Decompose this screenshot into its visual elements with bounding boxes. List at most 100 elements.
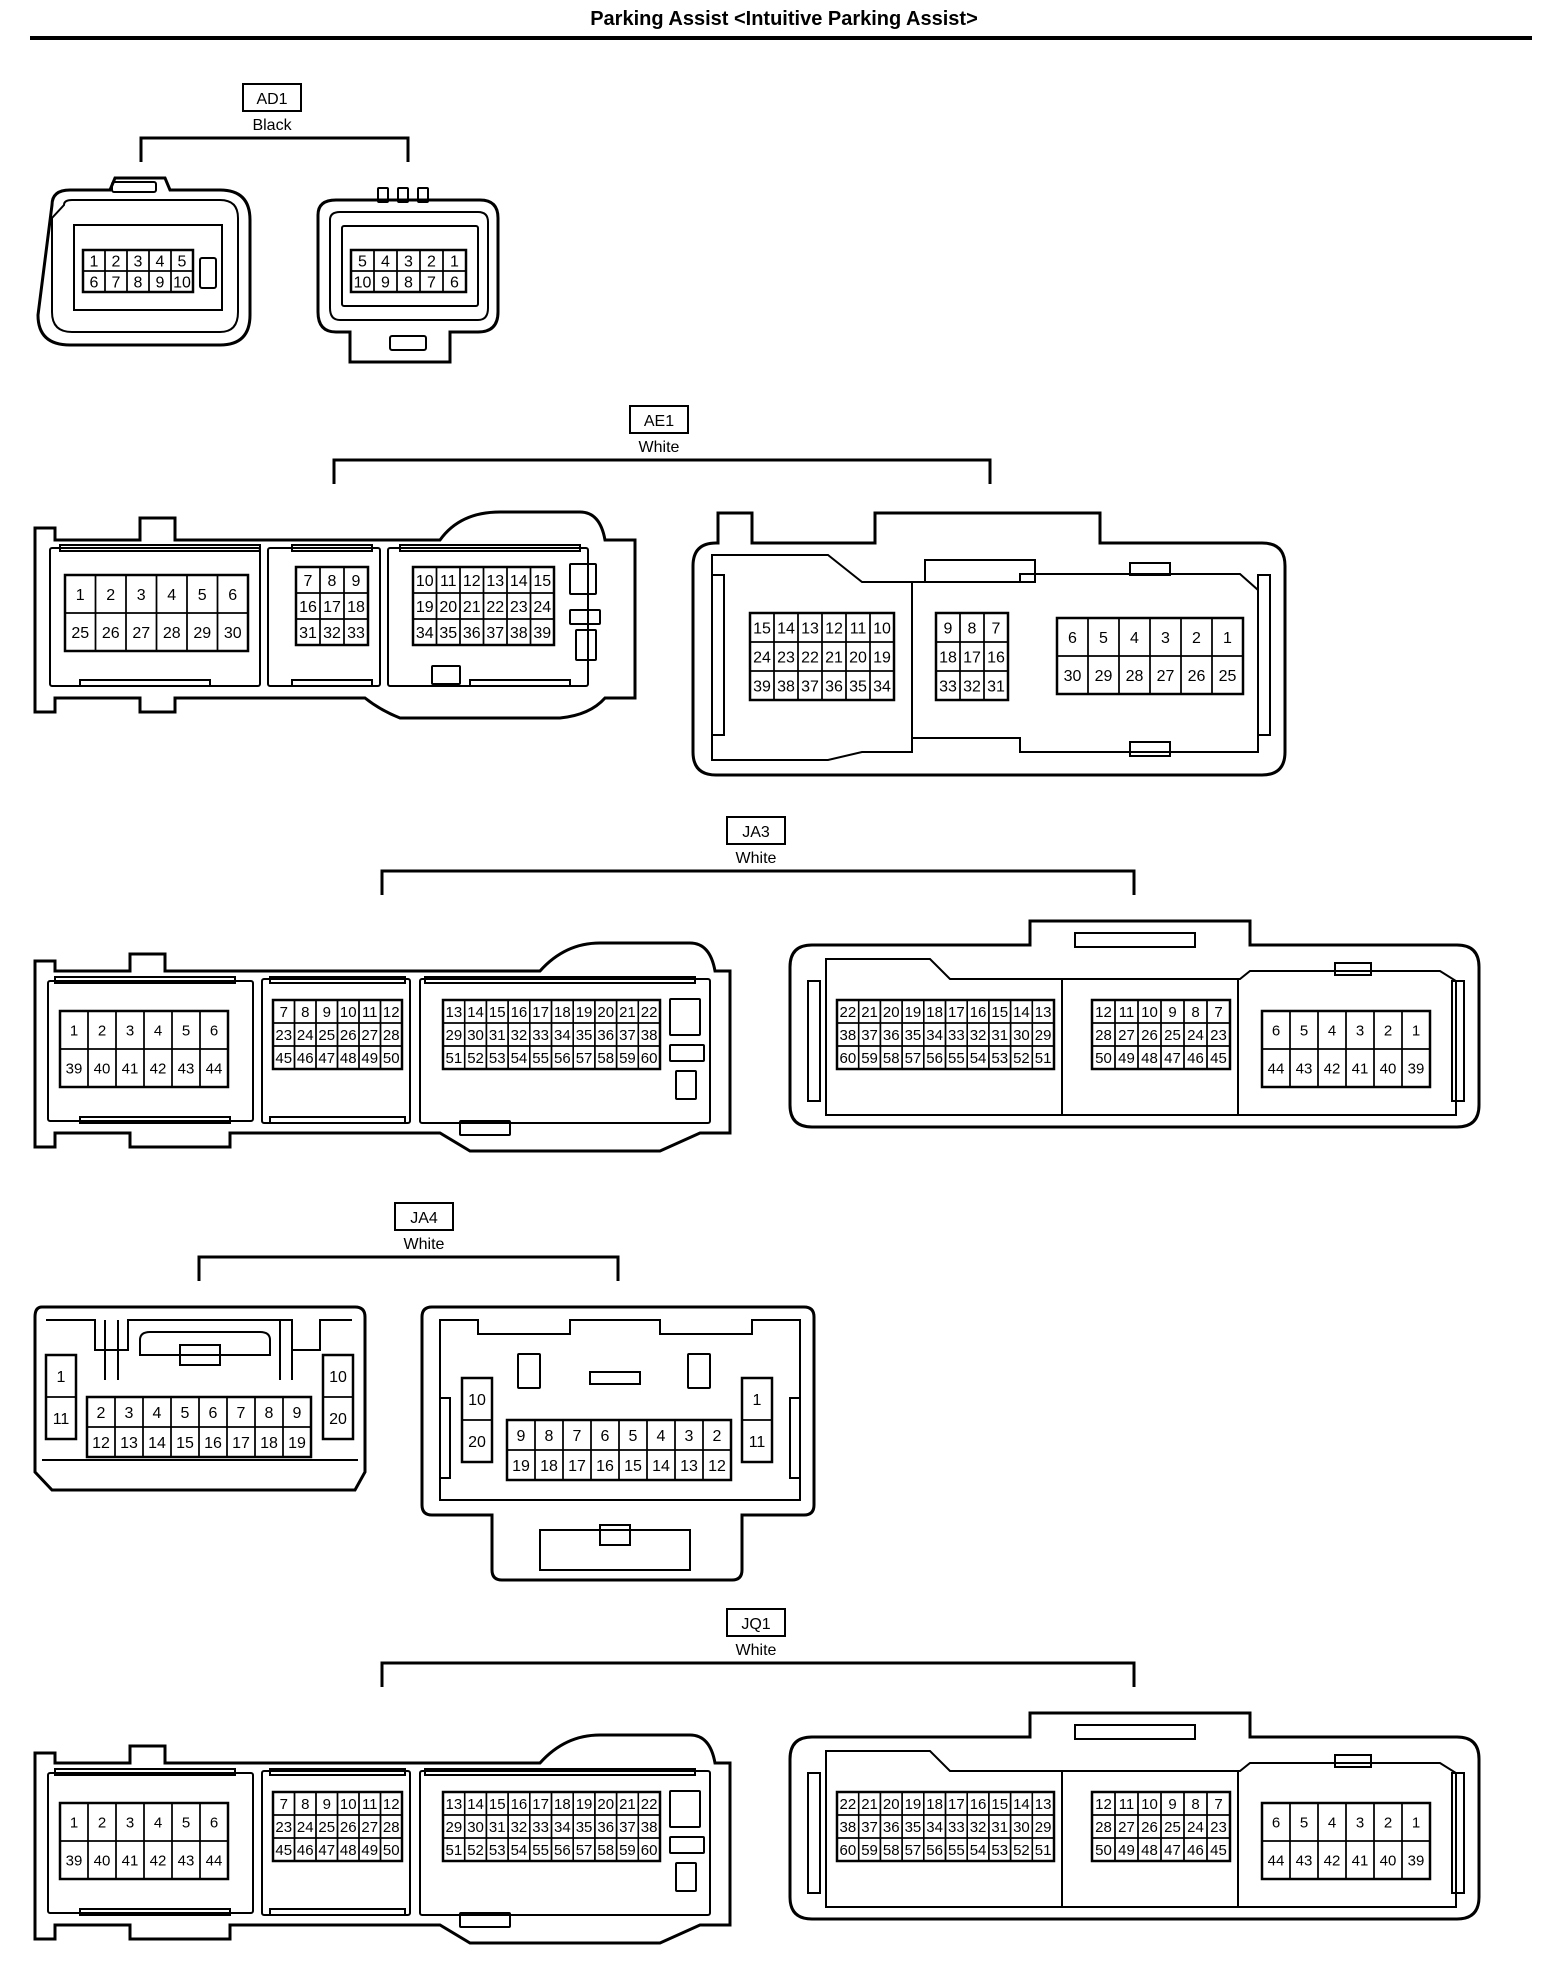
pin-number: 9	[381, 274, 390, 291]
pin-number: 50	[383, 1050, 400, 1067]
pin-number: 8	[301, 1004, 309, 1021]
latch	[569, 563, 597, 595]
pin-number: 16	[596, 1458, 614, 1475]
pin-number: 21	[861, 1004, 878, 1021]
pin-number: 18	[939, 649, 957, 666]
pin-number: 13	[446, 1004, 463, 1021]
pin-number: 36	[597, 1819, 614, 1836]
pin-number: 45	[275, 1050, 292, 1067]
pin-number: 50	[1095, 1050, 1112, 1067]
pin-number: 17	[532, 1796, 549, 1813]
pin-number: 29	[1035, 1027, 1052, 1044]
rail	[424, 1768, 696, 1776]
pin-number: 59	[619, 1842, 636, 1859]
latch	[575, 629, 597, 661]
pin-number: 12	[825, 620, 843, 637]
pin-number: 16	[299, 599, 317, 616]
pin-cell	[1401, 1840, 1431, 1880]
pin-number: 4	[154, 1022, 162, 1039]
pin-number: 35	[576, 1819, 593, 1836]
pin-number: 39	[66, 1060, 83, 1077]
pin-number: 12	[1095, 1004, 1112, 1021]
pin-number: 56	[926, 1050, 943, 1067]
pin-number: 2	[713, 1428, 722, 1445]
pin-number: 7	[112, 274, 121, 291]
pin-number: 53	[489, 1050, 506, 1067]
rail	[589, 1371, 641, 1385]
pin-number: 4	[153, 1405, 162, 1422]
pin-number: 21	[619, 1796, 636, 1813]
pin-number: 1	[1412, 1814, 1420, 1831]
housing-inner	[329, 211, 489, 321]
pin-number: 35	[576, 1027, 593, 1044]
housing-outline	[316, 198, 500, 364]
pin-number: 22	[840, 1796, 857, 1813]
connector-id: AE1	[644, 413, 674, 430]
pin-number: 9	[323, 1796, 331, 1813]
connector-id-box	[629, 405, 689, 434]
pin-number: 3	[1161, 630, 1170, 647]
pin-cell	[1206, 1837, 1231, 1862]
pin-number: 13	[446, 1796, 463, 1813]
pin-number: 49	[1118, 1050, 1135, 1067]
pin-number: 6	[1272, 1022, 1280, 1039]
rail	[269, 1768, 406, 1776]
pin-number: 54	[970, 1842, 987, 1859]
pin-number: 4	[156, 253, 165, 270]
connector-bracket	[380, 869, 1136, 895]
pin-number: 3	[126, 1022, 134, 1039]
pin-number: 7	[1214, 1004, 1222, 1021]
pin-number: 12	[383, 1796, 400, 1813]
rail	[807, 1772, 821, 1894]
pin-number: 36	[463, 625, 481, 642]
pin-cell	[282, 1426, 312, 1458]
pin-number: 12	[92, 1435, 110, 1452]
pin-number: 30	[1013, 1027, 1030, 1044]
pin-number: 46	[297, 1842, 314, 1859]
pin-number: 6	[209, 1405, 218, 1422]
housing-inner	[711, 554, 913, 761]
pin-number: 41	[1352, 1060, 1369, 1077]
pin-number: 23	[777, 649, 795, 666]
housing-inner	[73, 224, 223, 311]
connector-id: JA4	[410, 1210, 438, 1227]
housing-outline	[691, 511, 1287, 777]
pin-number: 45	[275, 1842, 292, 1859]
pin-number: 1	[450, 253, 459, 270]
rail	[1257, 574, 1271, 736]
connector-color: Black	[252, 117, 292, 134]
pin-number: 60	[840, 1050, 857, 1067]
pin-number: 15	[753, 620, 771, 637]
pin-number: 38	[840, 1027, 857, 1044]
pin-number: 31	[299, 625, 317, 642]
pin-cell	[379, 1837, 403, 1862]
rail	[1451, 980, 1465, 1102]
pin-number: 9	[517, 1428, 526, 1445]
pin-cell	[199, 1840, 229, 1880]
pin-cell	[379, 1045, 403, 1070]
pin-number: 30	[1064, 668, 1082, 685]
pin-number: 24	[533, 599, 551, 616]
pin-cell	[45, 1396, 77, 1440]
pin-number: 32	[323, 625, 341, 642]
pin-number: 8	[301, 1796, 309, 1813]
pin-number: 28	[163, 625, 181, 642]
pin-number: 1	[1223, 630, 1232, 647]
pin-number: 7	[304, 573, 313, 590]
housing-inner	[419, 978, 711, 1124]
pin-number: 20	[468, 1434, 486, 1451]
pin-number: 36	[825, 678, 843, 695]
pin-number: 1	[70, 1022, 78, 1039]
pin-number: 55	[948, 1842, 965, 1859]
connector-bracket	[197, 1255, 620, 1281]
connector-id: JQ1	[741, 1616, 770, 1633]
pin-number: 20	[883, 1796, 900, 1813]
connector-bracket	[139, 136, 410, 162]
pin-number: 7	[427, 274, 436, 291]
pin-number: 43	[178, 1060, 195, 1077]
pin-number: 5	[358, 253, 367, 270]
